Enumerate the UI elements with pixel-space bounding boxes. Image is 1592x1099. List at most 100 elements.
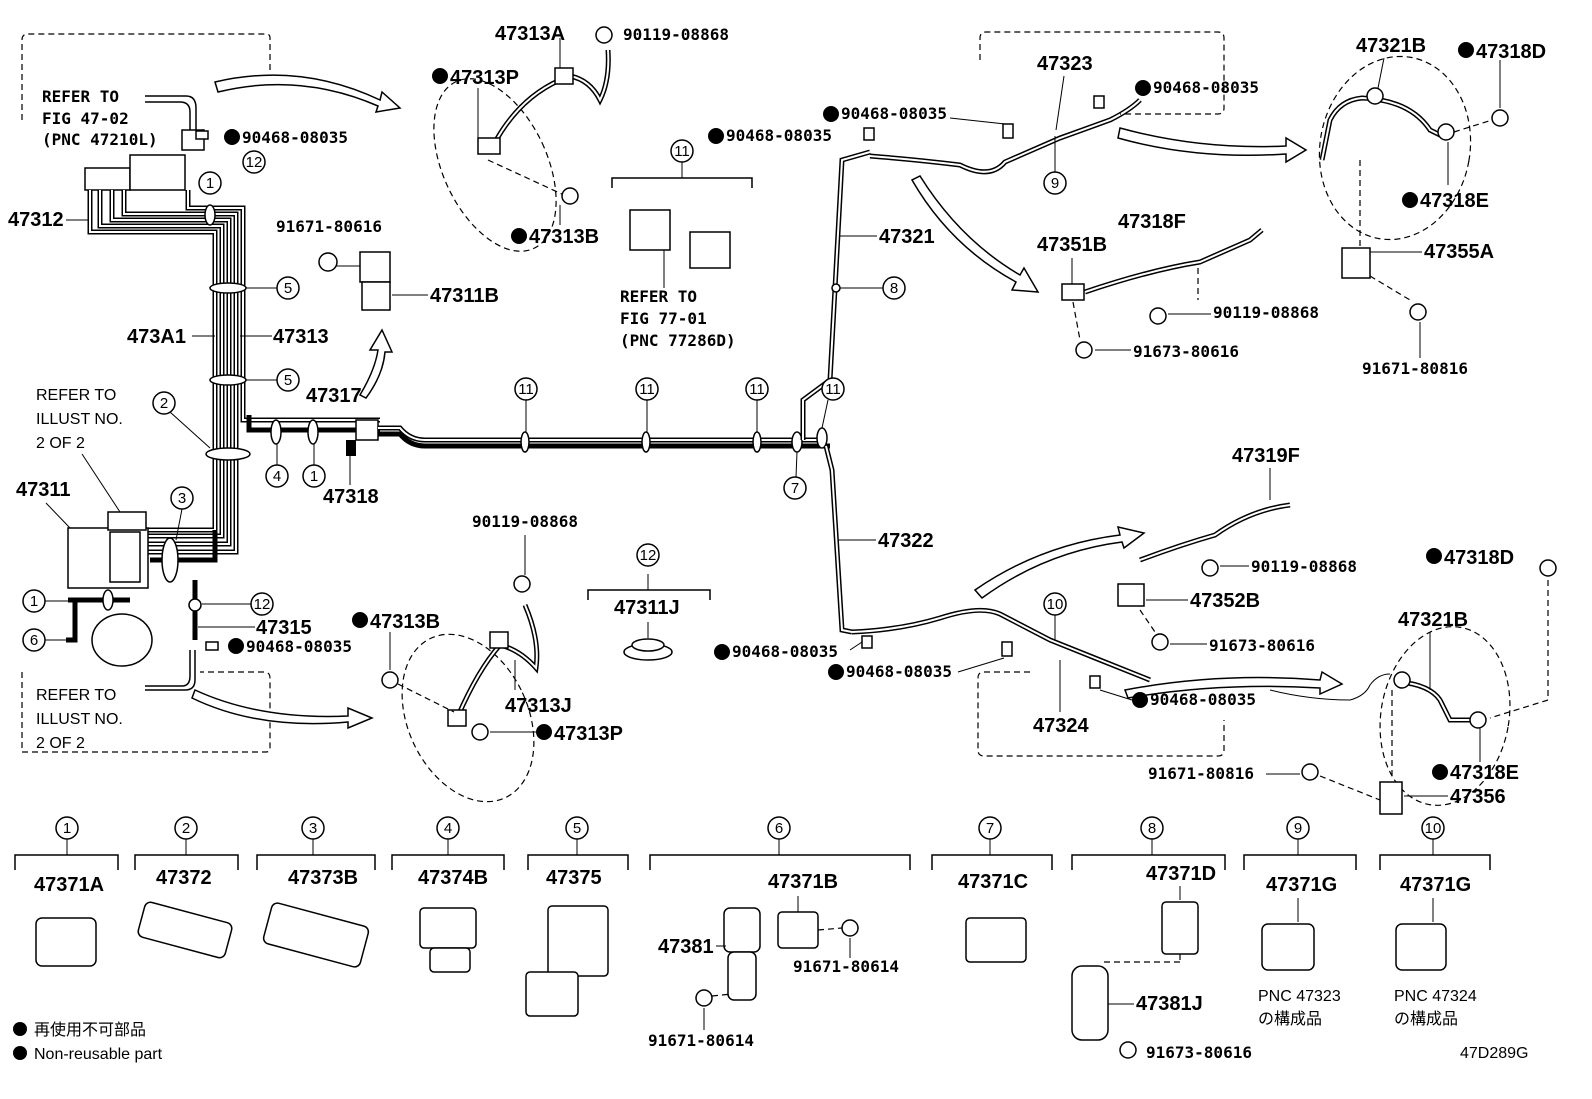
label-clamp_extras-pnc10_line1: PNC 47324	[1394, 988, 1477, 1005]
refer-illust-bottom-line2: ILLUST NO.	[36, 711, 123, 728]
part-47318F-assembly: 47351B 47318F 91673-80616 90119-08868	[1037, 211, 1319, 361]
label-91673-80616-a: 91673-80616	[1133, 342, 1239, 361]
part-47312-block: 47312	[8, 129, 205, 231]
label-clamps-5-part: 47371B	[768, 871, 838, 893]
arrow-47317	[358, 328, 394, 399]
label-callouts-10: 11	[518, 381, 534, 398]
rear-right-wheel-assembly: 47321B 47318D 47318E 91671-80816 47356	[1148, 547, 1557, 815]
arrow-to-47351B	[910, 175, 1040, 293]
label-90468-tl: 90468-08035	[242, 128, 348, 147]
part-47317-joint: 47317 47318	[270, 385, 379, 508]
label-47311J: 47311J	[614, 597, 680, 619]
label-47324: 47324	[1033, 715, 1089, 737]
label-callouts-4: 5	[284, 372, 292, 389]
label-clamps-0-part: 47371A	[34, 874, 104, 896]
arrow-to-47319F	[973, 525, 1146, 600]
refer-fig-77-01-line2: FIG 77-01	[620, 309, 707, 328]
label-clamps-4-num: 5	[573, 820, 581, 837]
clamp-1-top	[204, 204, 216, 226]
label-clamp_extras-p47381: 47381	[658, 936, 714, 958]
label-clamps-8-num: 9	[1294, 820, 1302, 837]
label-callouts-10: 11	[639, 381, 655, 398]
arrow-to-47313J	[191, 688, 374, 730]
refer-illust-bottom-box: REFER TO ILLUST NO. 2 OF 2	[21, 650, 271, 753]
clamp-4	[270, 419, 282, 445]
label-callouts-7: 8	[890, 280, 898, 297]
arrow-to-47313A	[214, 74, 402, 113]
label-clamp_extras-p91673_80616_c: 91673-80616	[1146, 1043, 1252, 1062]
label-47351B: 47351B	[1037, 234, 1107, 256]
label-47318D-b: 47318D	[1444, 547, 1514, 569]
label-callouts-0: 1	[206, 175, 214, 192]
label-clamps-9-num: 10	[1425, 820, 1442, 837]
label-clamps-6-part: 47371C	[958, 871, 1028, 893]
label-47318D-a: 47318D	[1476, 41, 1546, 63]
refer-fig-47-02-box: REFER TO FIG 47-02 (PNC 47210L)	[21, 33, 271, 149]
label-47356: 47356	[1450, 786, 1506, 808]
part-47311-block: 47311 REFER TO ILLUST NO. 2 OF 2	[16, 387, 149, 589]
label-callouts-10: 11	[674, 143, 690, 160]
legend: 再使用不可部品 Non-reusable part	[13, 1021, 163, 1063]
refer-illust-top-line2: ILLUST NO.	[36, 411, 123, 428]
label-clamps-5-num: 6	[775, 820, 783, 837]
brake-booster	[91, 613, 153, 667]
refer-illust-top-line1: REFER TO	[36, 387, 116, 404]
label-47313A: 47313A	[495, 23, 565, 45]
label-clamps-2-num: 3	[309, 820, 317, 837]
label-47311B: 47311B	[430, 285, 499, 307]
arrow-to-47321B-bottom	[1123, 670, 1344, 699]
label-47318E-b: 47318E	[1450, 762, 1519, 784]
label-clamps-0-num: 1	[63, 820, 71, 837]
label-clamps-9-part: 47371G	[1400, 874, 1471, 896]
label-90119-08868-a: 90119-08868	[623, 25, 729, 44]
label-47315: 47315	[256, 617, 312, 639]
label-90119-08868-d: 90119-08868	[1251, 557, 1357, 576]
label-473A1: 473A1	[127, 326, 186, 348]
label-47313B-a: 47313B	[529, 226, 599, 248]
label-clamp_extras-p91671_80614_a: 91671-80614	[793, 957, 899, 976]
label-91671-80616: 91671-80616	[276, 217, 382, 236]
clamp-1-lower	[102, 589, 114, 611]
callouts-diagram: 1 12 5 5 2 4 1 3 1 6 12 11 11 11 11 11 7…	[22, 136, 1067, 652]
refer-illust-bottom-line1: REFER TO	[36, 687, 116, 704]
front-right-wheel-assembly: 47321B 47318D 47318E 47355A 91671-80816	[1318, 35, 1546, 378]
rear-left-wheel-assembly: 90119-08868 47313B 47313J 47313P	[352, 512, 623, 803]
clamp-2	[205, 447, 251, 461]
clamp-12-lower	[188, 598, 202, 612]
label-47318F: 47318F	[1118, 211, 1186, 233]
label-47321: 47321	[879, 226, 935, 248]
label-90468-c: 90468-08035	[1153, 78, 1259, 97]
clamp-5-lower	[209, 374, 247, 386]
label-91671-80816-a: 91671-80816	[1362, 359, 1468, 378]
label-47355A: 47355A	[1424, 241, 1494, 263]
label-clamp_extras-p91671_80614_b: 91671-80614	[648, 1031, 754, 1050]
label-clamps-7-part: 47371D	[1146, 863, 1216, 885]
part-47311B: 91671-80616 47311B	[276, 217, 499, 399]
clamp-catalog: 1 47371A 2 47372 3 47373B 4 47374B 5 473…	[14, 816, 1491, 1062]
label-clamp_extras-pnc9_line2: の構成品	[1258, 1010, 1322, 1028]
label-clamps-4-part: 47375	[546, 867, 602, 889]
refer-illust-top-line3: 2 OF 2	[36, 435, 85, 452]
refer-illust-bottom-line3: 2 OF 2	[36, 735, 85, 752]
label-clamps-1-part: 47372	[156, 867, 212, 889]
label-47313J: 47313J	[505, 695, 572, 717]
label-callouts-4: 5	[284, 280, 292, 297]
label-clamp_extras-p47381J: 47381J	[1136, 993, 1203, 1015]
diagram-id: 47D289G	[1460, 1045, 1529, 1062]
part-47311J: 47311J	[587, 574, 711, 661]
label-47313P-b: 47313P	[554, 723, 623, 745]
label-90468-d: 90468-08035	[841, 104, 947, 123]
label-callouts-1: 2	[160, 395, 168, 412]
label-callouts-11: 12	[254, 596, 271, 613]
label-90468-bl: 90468-08035	[246, 637, 352, 656]
label-47318E-a: 47318E	[1420, 190, 1489, 212]
label-47312: 47312	[8, 209, 64, 231]
label-callouts-3: 4	[273, 468, 281, 485]
label-47352B: 47352B	[1190, 590, 1260, 612]
refer-fig-77-01-line1: REFER TO	[620, 287, 697, 306]
label-47321B-b: 47321B	[1398, 609, 1468, 631]
label-91671-80816-b: 91671-80816	[1148, 764, 1254, 783]
label-47318: 47318	[323, 486, 379, 508]
pipe-47322	[823, 445, 853, 635]
front-left-wheel-assembly: 47313A 90119-08868 47313P 47313B	[432, 23, 729, 252]
